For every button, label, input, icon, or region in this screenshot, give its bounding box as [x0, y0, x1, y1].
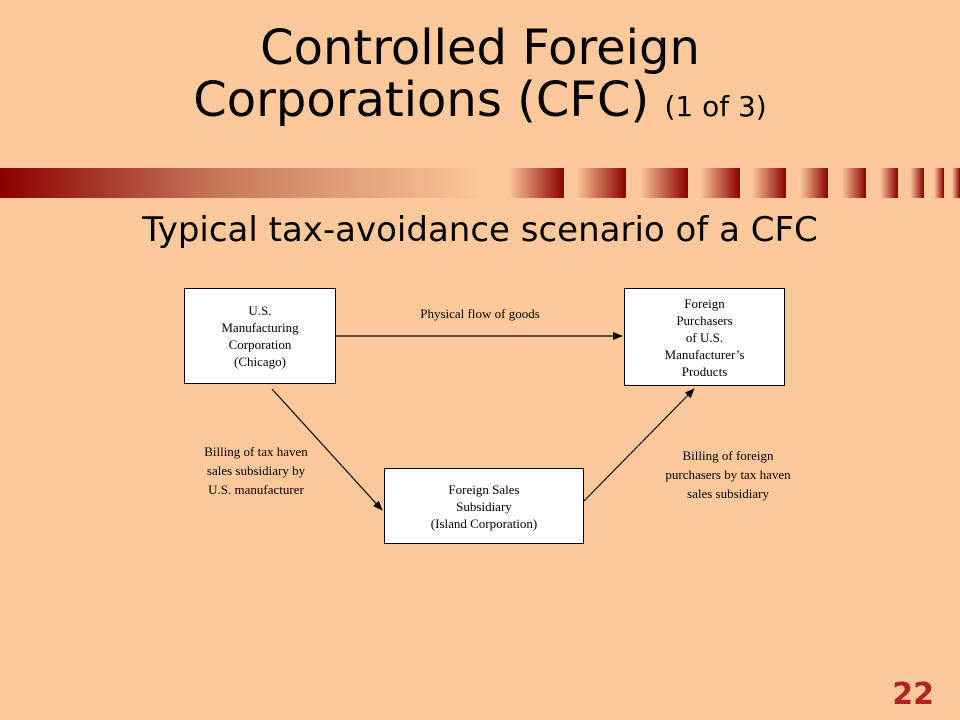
title-part: (1 of 3) [664, 90, 767, 123]
foreign-subsidiary-box: Foreign Sales Subsidiary (Island Corpora… [384, 468, 584, 544]
bar-segment [800, 168, 828, 198]
bar-segment [880, 168, 898, 198]
bar-segment [910, 168, 924, 198]
bar-segment [576, 168, 626, 198]
bar-segment [700, 168, 740, 198]
bar-segment [640, 168, 688, 198]
arrow-billing-left [271, 388, 383, 511]
gradient-bar [0, 168, 490, 198]
bar-segment [752, 168, 786, 198]
label-billing-left: Billing of tax haven sales subsidiary by… [204, 444, 308, 497]
slide-title: Controlled Foreign Corporations (CFC) (1… [0, 22, 960, 133]
foreign-purchasers-box: Foreign Purchasers of U.S. Manufacturer’… [624, 288, 785, 386]
decorative-bars [0, 168, 960, 198]
label-billing-right: Billing of foreign purchasers by tax hav… [665, 448, 791, 501]
bar-segment [952, 168, 960, 198]
title-line-1: Controlled Foreign [260, 20, 700, 76]
slide-subtitle: Typical tax-avoidance scenario of a CFC [142, 210, 818, 250]
bar-segment [934, 168, 944, 198]
page-number: 22 [892, 677, 934, 712]
us-manufacturer-box: U.S. Manufacturing Corporation (Chicago) [184, 288, 336, 384]
title-line-2: Corporations (CFC) (1 of 3) [0, 74, 960, 133]
title-main: Corporations (CFC) [193, 72, 650, 128]
arrow-billing-right [583, 388, 695, 502]
bar-segment [842, 168, 866, 198]
bar-segment [508, 168, 564, 198]
label-goods-flow: Physical flow of goods [420, 306, 540, 321]
